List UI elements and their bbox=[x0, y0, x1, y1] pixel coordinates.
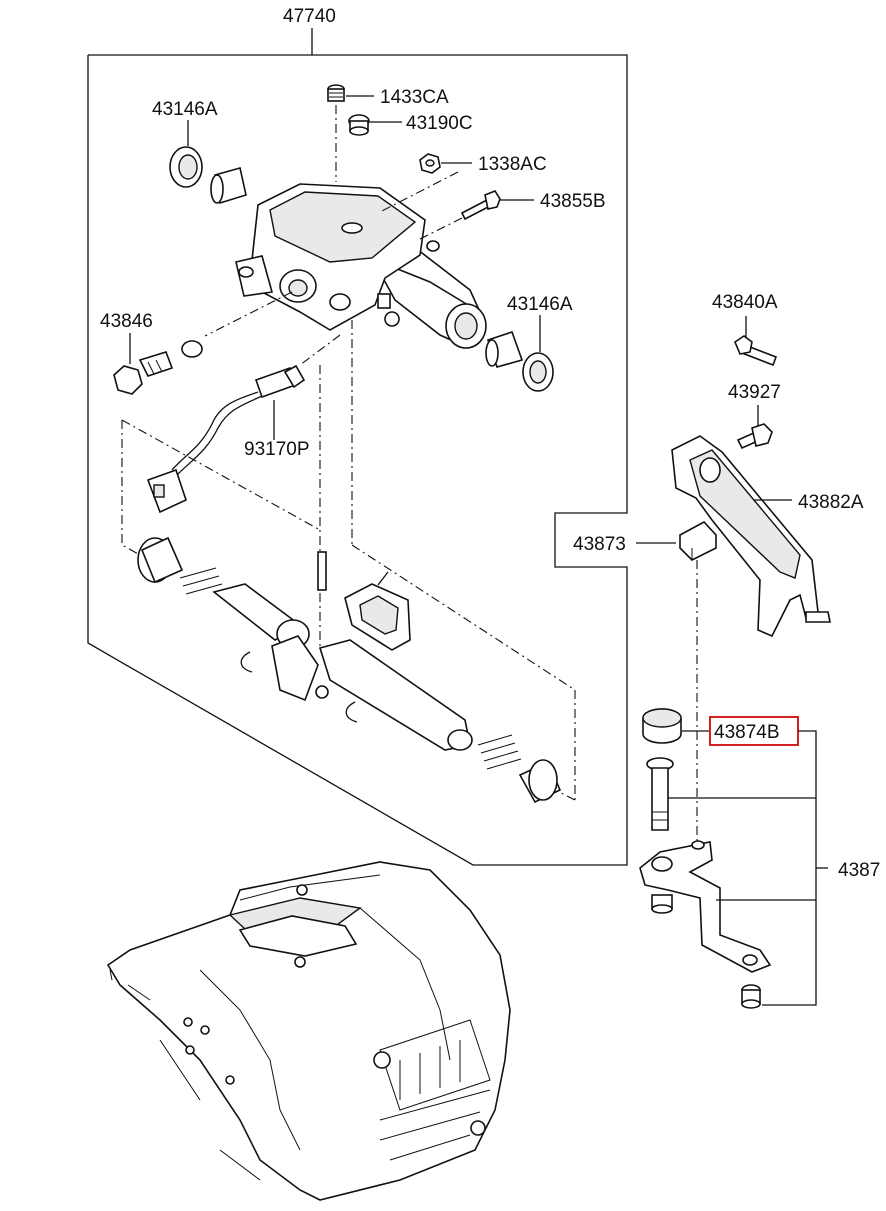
label-43146A-top: 43146A bbox=[152, 99, 218, 120]
o-ring-icon bbox=[181, 340, 203, 358]
pin-icon bbox=[646, 757, 674, 831]
lever-assembly-icon bbox=[639, 840, 772, 973]
seal-43146A-left-icon bbox=[169, 146, 247, 205]
bushing-43873-icon bbox=[679, 521, 717, 561]
bolt-43840A-icon bbox=[734, 335, 778, 367]
seal-43146A-right-icon bbox=[485, 330, 554, 392]
label-1338AC: 1338AC bbox=[478, 154, 547, 175]
control-assembly-group: 47740 bbox=[87, 6, 628, 866]
label-43190C: 43190C bbox=[406, 113, 473, 134]
label-43146A-right: 43146A bbox=[507, 294, 573, 315]
gate-plate-icon bbox=[344, 571, 411, 651]
label-43882A: 43882A bbox=[798, 492, 864, 513]
label-43927: 43927 bbox=[728, 382, 781, 403]
label-4387: 4387 bbox=[838, 860, 880, 881]
lever-43882A-icon bbox=[671, 435, 831, 638]
bolt-43927-icon bbox=[736, 423, 773, 450]
cap-43874B-icon bbox=[642, 708, 682, 744]
label-1433CA: 1433CA bbox=[380, 87, 449, 108]
shift-rail-icon bbox=[137, 536, 562, 804]
label-43874B: 43874B bbox=[714, 722, 780, 743]
plug-1433CA-icon bbox=[327, 84, 345, 102]
shift-housing bbox=[235, 183, 487, 349]
plug-43846-icon bbox=[113, 351, 174, 395]
label-43840A: 43840A bbox=[712, 292, 778, 313]
transmission-case-icon bbox=[106, 861, 511, 1201]
label-43846: 43846 bbox=[100, 311, 153, 332]
assembly-outline bbox=[87, 54, 628, 866]
label-43873: 43873 bbox=[573, 534, 626, 555]
bolt-small-icon bbox=[741, 984, 761, 1009]
label-93170P: 93170P bbox=[244, 439, 310, 460]
label-47740: 47740 bbox=[283, 6, 336, 27]
switch-93170P-icon bbox=[146, 364, 306, 514]
o-ring-small-icon bbox=[384, 311, 400, 327]
nut-1338AC-icon bbox=[419, 153, 441, 174]
label-43855B: 43855B bbox=[540, 191, 606, 212]
plug-43190C-icon bbox=[348, 114, 370, 136]
bolt-43855B-icon bbox=[460, 190, 501, 221]
